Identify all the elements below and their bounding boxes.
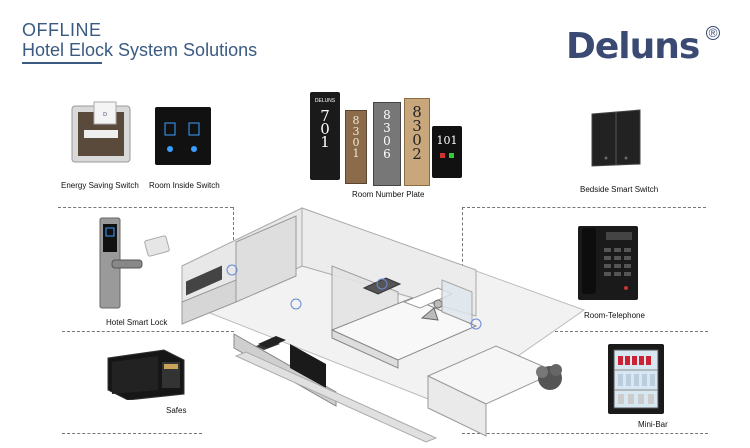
room-plate-5: 101 — [432, 126, 462, 178]
divider-left-mid — [62, 331, 234, 332]
divider-right-mid — [540, 331, 708, 332]
room-plate-4: 8302 — [404, 98, 430, 186]
room-plate-2: 8301 — [345, 110, 367, 184]
label-energy-saving-switch: Energy Saving Switch — [61, 181, 139, 190]
registered-mark: ® — [706, 26, 720, 40]
svg-text:D: D — [103, 112, 107, 118]
plate-5-red-icon — [440, 153, 445, 158]
divider-left-vert — [233, 207, 234, 240]
plate-5-number: 101 — [436, 134, 458, 147]
divider-right-bottom — [462, 433, 708, 434]
divider-left-bottom — [62, 433, 202, 434]
label-hotel-smart-lock: Hotel Smart Lock — [106, 318, 168, 327]
hotel-room-illustration — [181, 207, 586, 443]
label-mini-bar: Mini-Bar — [638, 420, 668, 429]
plate-3-number: 8306 — [383, 108, 391, 161]
plate-1-number: 701 — [320, 107, 330, 151]
room-inside-switch-image — [155, 107, 211, 165]
room-plate-3: 8306 — [373, 102, 401, 186]
label-room-inside-switch: Room Inside Switch — [149, 181, 220, 190]
divider-right-vert — [462, 207, 463, 267]
plate-1-brand: DELUNS — [314, 98, 336, 104]
room-telephone-image — [578, 226, 638, 300]
divider-left-top — [58, 207, 233, 208]
plate-4-number: 8302 — [412, 103, 422, 163]
label-safes: Safes — [166, 406, 187, 415]
label-room-telephone: Room-Telephone — [584, 311, 645, 320]
brand-logo: Deluns — [566, 26, 700, 67]
mini-bar-image — [608, 344, 664, 414]
title-underline — [22, 62, 102, 64]
title-offline: OFFLINE — [22, 20, 102, 40]
room-plate-1: DELUNS 701 — [310, 92, 340, 180]
hotel-smart-lock-image — [99, 217, 170, 309]
label-bedside-smart-switch: Bedside Smart Switch — [580, 185, 659, 194]
bedside-smart-switch-image — [591, 109, 641, 167]
energy-saving-switch-image: D — [71, 101, 131, 163]
label-room-number-plate: Room Number Plate — [352, 190, 425, 199]
divider-right-top — [462, 207, 706, 208]
plate-2-number: 8301 — [352, 114, 360, 160]
safes-image — [107, 349, 185, 400]
title-solutions: Hotel Elock System Solutions — [22, 40, 258, 60]
plate-5-green-icon — [449, 153, 454, 158]
